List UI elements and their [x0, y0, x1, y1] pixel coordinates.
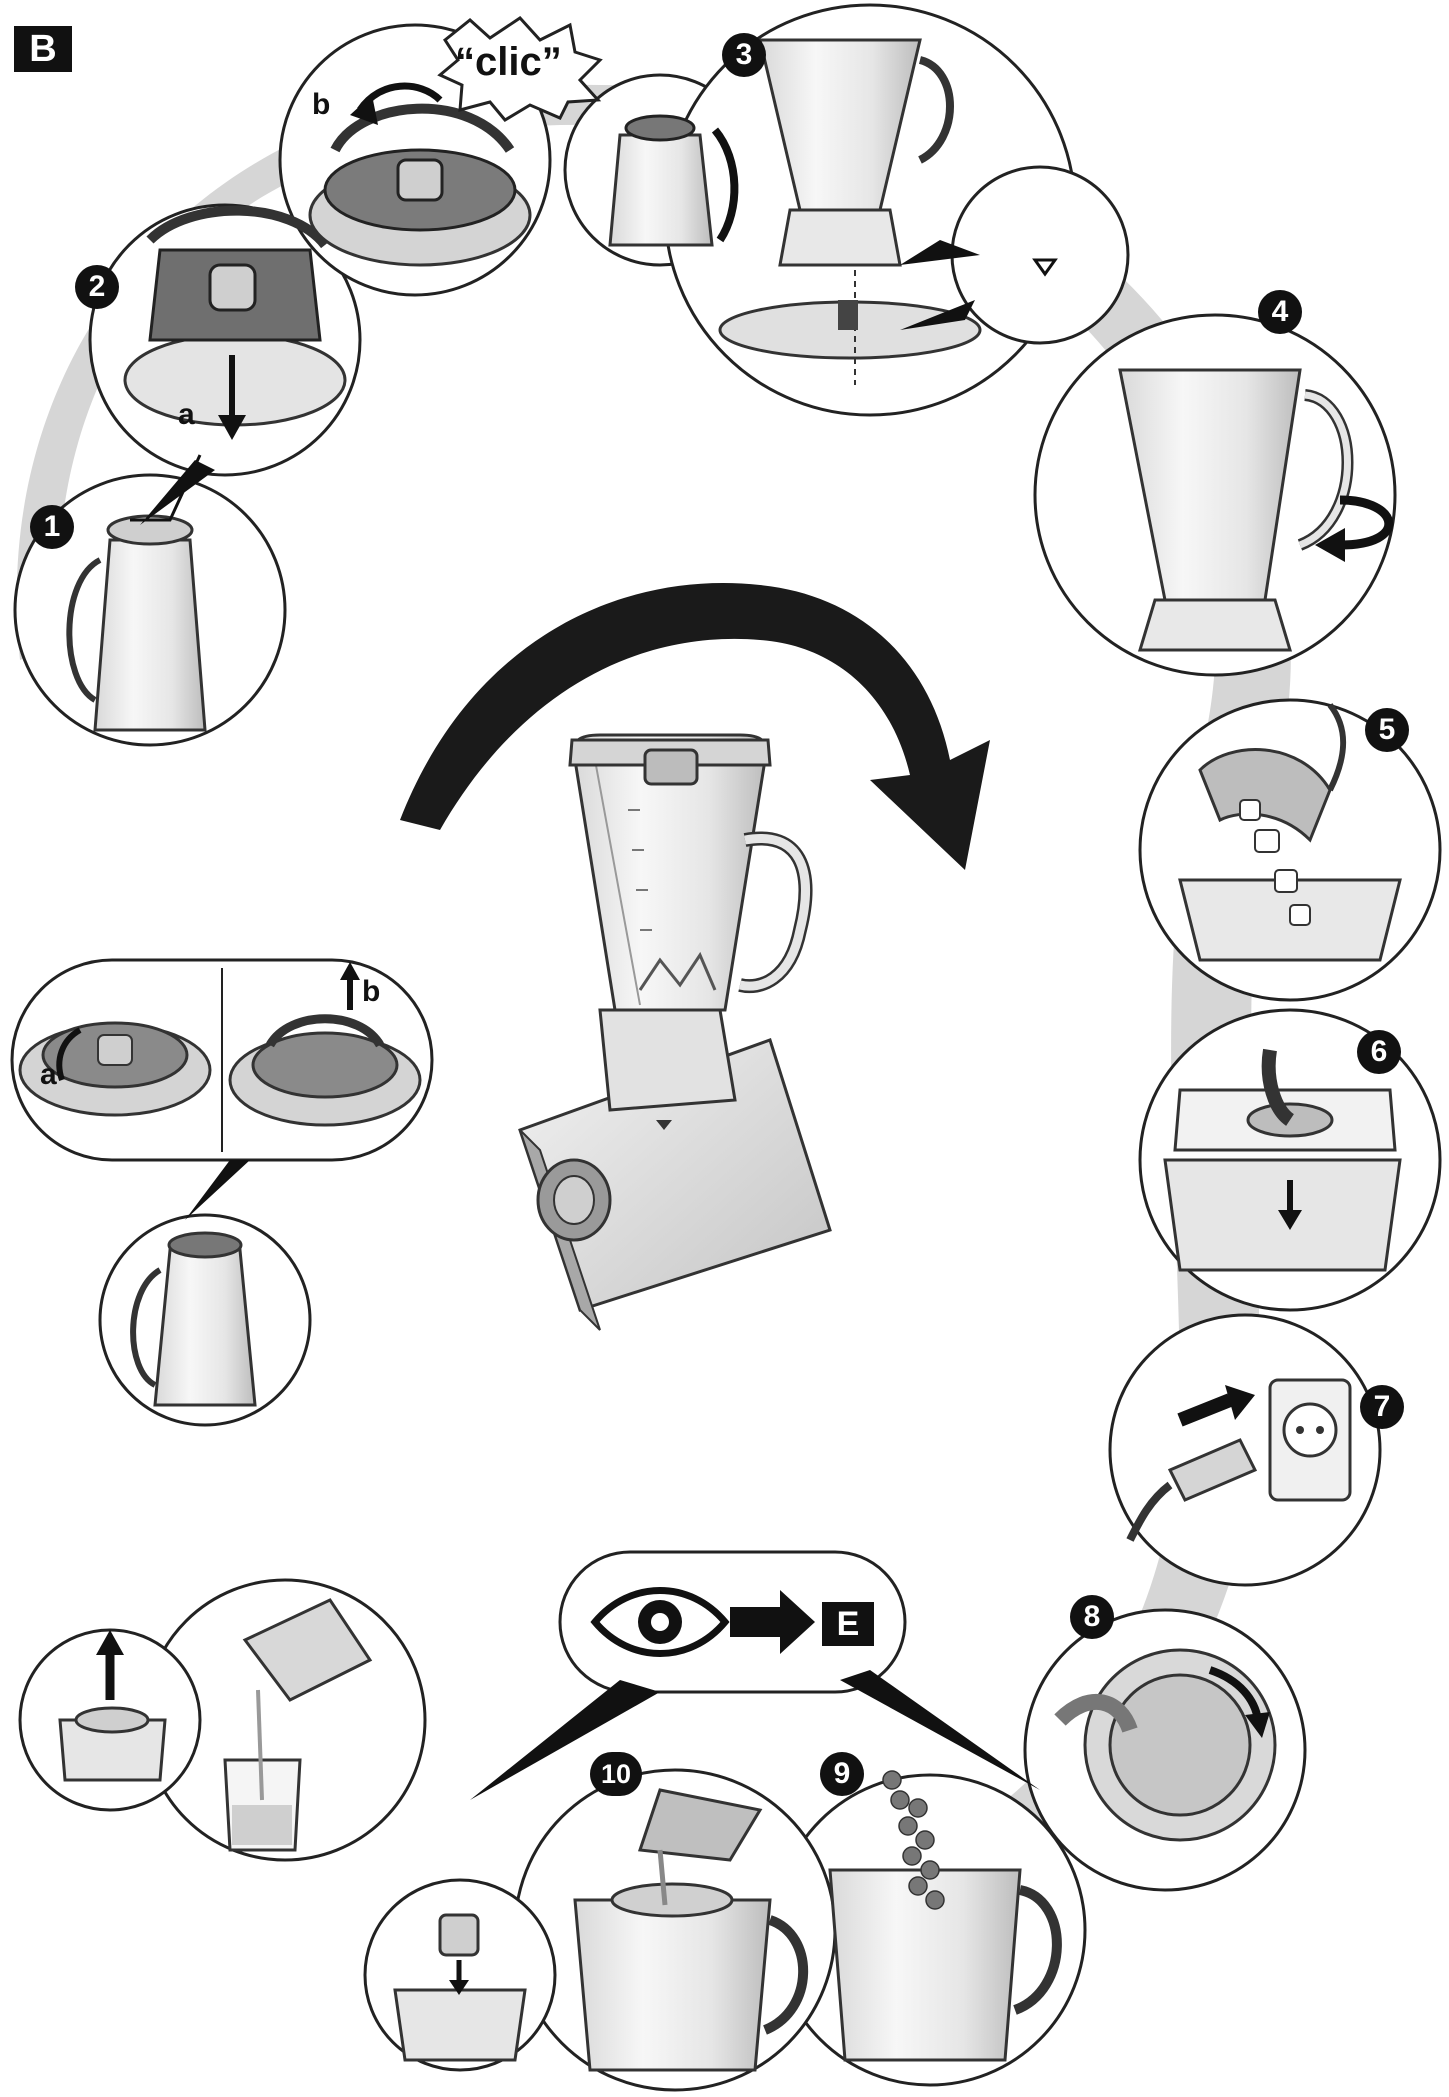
disassembly-jar [130, 1231, 257, 1407]
curved-arrow-icon [400, 583, 990, 870]
step-badge-5: 5 [1365, 708, 1409, 752]
step6-lid [1163, 1048, 1402, 1272]
next-section-label: E [822, 1602, 874, 1646]
clic-sound-label: “clic” [455, 40, 562, 84]
step7-plug [1126, 1378, 1352, 1542]
step9-jar [828, 1770, 1062, 2062]
disassembly-left [18, 1021, 212, 1117]
step2b-assembly [308, 82, 532, 267]
step-badge-7: 7 [1360, 1385, 1404, 1429]
pour-glass [223, 1598, 373, 1852]
step3-lid [608, 114, 739, 247]
step-badge-2: 2 [75, 265, 119, 309]
step5-pour [1178, 703, 1402, 962]
section-label: B [14, 26, 72, 72]
step4-jar [1118, 368, 1394, 652]
disassembly-right [228, 962, 422, 1127]
step-badge-4: 4 [1258, 290, 1302, 334]
step8-knob [1054, 1648, 1277, 1842]
step-badge-9: 9 [820, 1752, 864, 1796]
step-badge-3: 3 [722, 33, 766, 77]
step-badge-6: 6 [1357, 1030, 1401, 1074]
sub-label-a-step2: a [178, 398, 195, 431]
step2-assembly [123, 205, 347, 440]
lid-remove [58, 1630, 167, 1782]
step-badge-1: 1 [30, 505, 74, 549]
step1-jar [66, 454, 215, 732]
step-badge-10: 10 [590, 1752, 642, 1796]
eye-icon [590, 1587, 730, 1657]
right-arrow-icon [730, 1590, 815, 1654]
sub-label-b-disassembly: b [362, 975, 381, 1008]
sub-label-a-disassembly: a [40, 1058, 57, 1091]
clic-burst [437, 16, 603, 122]
step3-jar [718, 38, 1058, 385]
sub-label-b-step2: b [312, 88, 331, 121]
step-badge-8: 8 [1070, 1595, 1114, 1639]
step10-jar [573, 1788, 809, 2072]
step10b-cap [393, 1913, 527, 2062]
blender-illustration [518, 733, 832, 1331]
